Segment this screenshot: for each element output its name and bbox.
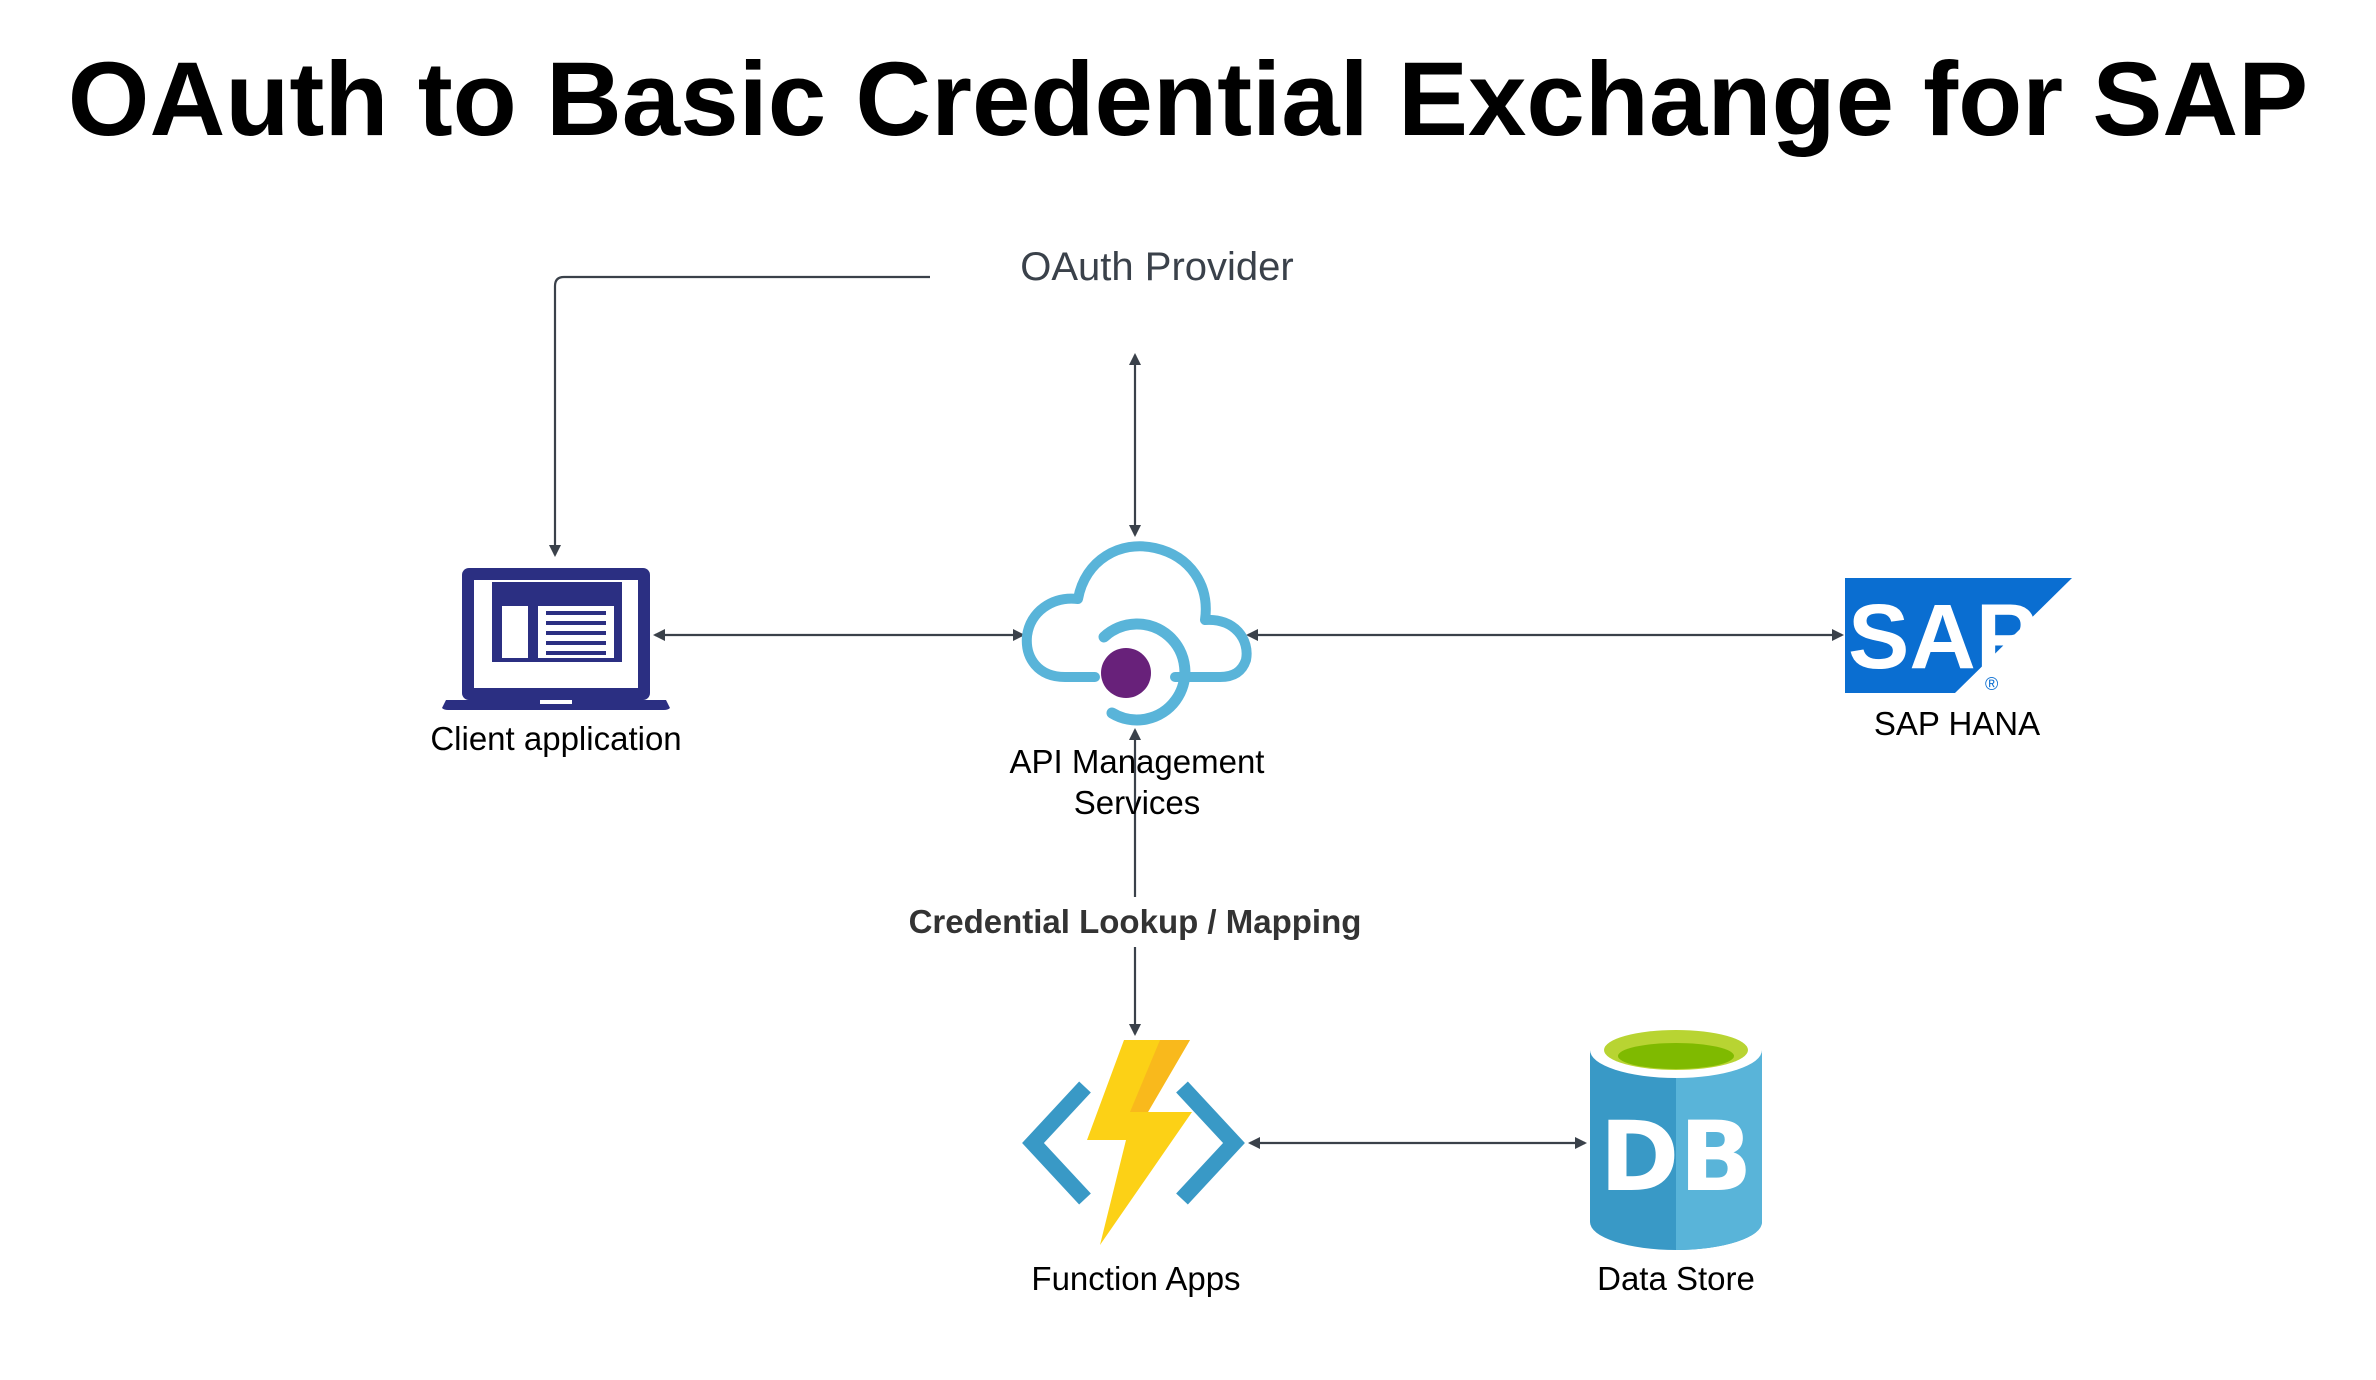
- sap-registered-mark: ®: [1985, 674, 1998, 694]
- credential-label-bg: [905, 897, 1365, 947]
- api-management-cloud-icon: [1021, 541, 1252, 726]
- laptop-icon: [442, 568, 670, 710]
- api-management-label-line2: Services: [1074, 784, 1201, 821]
- oauth-provider-label: OAuth Provider: [1020, 245, 1293, 289]
- sap-hana-label: SAP HANA: [1874, 705, 2040, 742]
- sap-logo-icon: SAP ®: [1845, 578, 2072, 694]
- api-management-label-line1: API Management: [1010, 743, 1265, 780]
- sap-logo-text: SAP: [1848, 586, 2037, 688]
- data-store-label: Data Store: [1597, 1260, 1755, 1297]
- client-application-label: Client application: [430, 720, 681, 757]
- function-apps-icon: [1022, 1040, 1245, 1245]
- db-icon-text: DB: [1600, 1101, 1753, 1213]
- database-icon: DB: [1590, 1022, 1762, 1250]
- diagram-title: OAuth to Basic Credential Exchange for S…: [68, 41, 2308, 158]
- oauth-to-client-arrow: [549, 275, 930, 557]
- connectors: [549, 275, 1844, 1149]
- function-apps-label: Function Apps: [1031, 1260, 1240, 1297]
- credential-lookup-label: Credential Lookup / Mapping: [909, 903, 1362, 940]
